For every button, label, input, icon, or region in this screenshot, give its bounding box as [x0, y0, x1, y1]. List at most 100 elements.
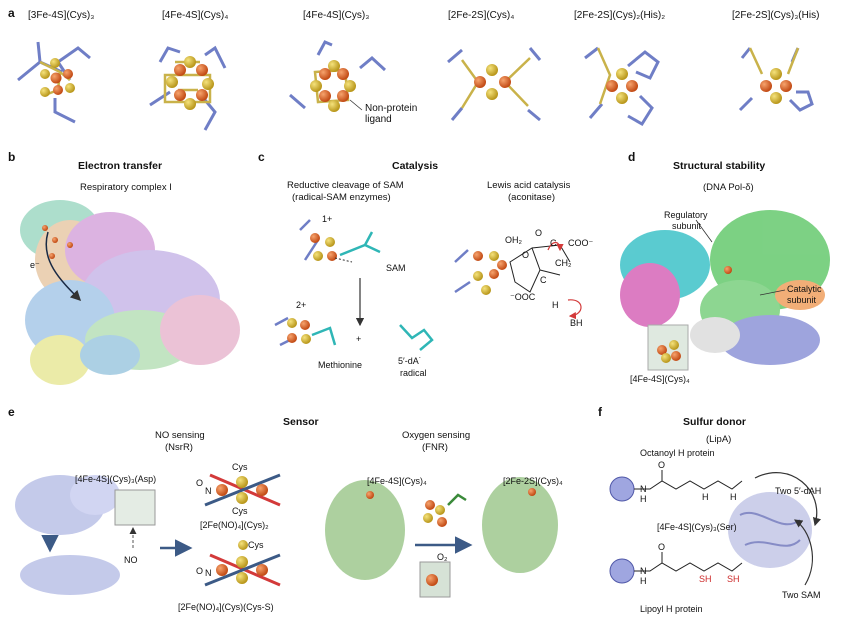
sam-label: SAM	[386, 263, 406, 273]
octanoyl-chain	[634, 480, 743, 490]
ch2-label: CH₂	[555, 258, 572, 268]
panel-c-right-sub2: (aconitase)	[508, 192, 555, 203]
aconitase-cluster	[454, 241, 582, 320]
octanoyl-h: H	[640, 494, 647, 504]
panel-f-subtitle: (LipA)	[706, 434, 732, 445]
sam-arrow	[794, 519, 814, 586]
catalytic-label1: Catalytic	[787, 284, 822, 294]
octanoyl-label: Octanoyl H protein	[640, 448, 715, 458]
radical-sam-cluster	[299, 219, 381, 263]
panel-letter-b: b	[8, 150, 16, 164]
catalytic-label2: subunit	[787, 295, 817, 305]
dnic-formula: [2Fe(NO)₄](Cys)₂	[200, 520, 269, 530]
complex-i-surface	[20, 200, 240, 385]
rre-cys: Cys	[248, 540, 264, 550]
no-label: NO	[124, 555, 138, 565]
panel-f-title: Sulfur donor	[683, 416, 746, 428]
methionine-label: Methionine	[318, 360, 363, 370]
fnr-before-label: [4Fe-4S](Cys)₄	[367, 476, 427, 486]
cluster-label-1: [3Fe-4S](Cys)₃	[28, 10, 95, 21]
dah-arrow	[754, 472, 822, 527]
cluster-4fe4s-cys3	[289, 40, 387, 112]
panel-c-left-sub1: Reductive cleavage of SAM	[287, 180, 404, 191]
octanoyl-h8: H	[730, 492, 737, 502]
lipoyl-chain	[634, 562, 743, 572]
dnic-o: O	[196, 478, 204, 488]
electron-label: e⁻	[30, 260, 40, 270]
panel-letter-e: e	[8, 405, 15, 419]
lipoyl-h: H	[640, 576, 647, 586]
panel-letter-a: a	[8, 6, 15, 20]
dnic-cys-bottom: Cys	[232, 506, 248, 516]
cluster-label-6: [2Fe-2S](Cys)₃(His)	[732, 10, 820, 21]
rre-formula: [2Fe(NO)₄](Cys)(Cys-S)	[178, 602, 274, 612]
rre-n: N	[205, 568, 212, 578]
methionine-cluster	[274, 316, 337, 347]
o-top: O	[535, 228, 543, 238]
o-mid: O	[522, 250, 530, 260]
cluster-2fe2s-cys3his	[738, 47, 814, 112]
fnr-before-surface	[325, 480, 405, 580]
panel-b-title: Electron transfer	[78, 160, 163, 172]
cluster-3fe4s-cys3	[17, 41, 91, 124]
octanoyl-h6: H	[702, 492, 709, 502]
oxygen-sensing-title1: Oxygen sensing	[402, 430, 471, 441]
dnic-n: N	[205, 486, 212, 496]
cluster-label-5: [2Fe-2S](Cys)₂(His)₂	[574, 10, 666, 21]
lipoyl-protein-bead	[609, 558, 635, 584]
dnic-structure	[204, 473, 281, 507]
panel-d-subtitle: (DNA Pol-δ)	[703, 182, 754, 193]
panel-letter-d: d	[628, 150, 636, 164]
dA-radical-label2: radical	[400, 368, 427, 378]
dA-radical-structure	[399, 324, 434, 351]
dnic-cys-top: Cys	[232, 462, 248, 472]
octanoyl-protein-bead	[609, 476, 635, 502]
fnr-after-label: [2Fe-2S](Cys)₄	[503, 476, 563, 486]
two-dah-label: Two 5′-dAH	[775, 486, 822, 496]
lipoyl-label: Lipoyl H protein	[640, 604, 703, 614]
no-sensing-title2: (NsrR)	[165, 442, 193, 453]
octanoyl-o: O	[658, 460, 666, 470]
no-sensing-title1: NO sensing	[155, 430, 205, 441]
lipa-structure	[728, 492, 812, 568]
cluster-2fe2s-cys2his2	[584, 46, 660, 127]
nsrr-surface	[15, 475, 120, 595]
nsrr-inset	[114, 489, 156, 526]
non-protein-ligand-line2: ligand	[365, 114, 392, 125]
lipoyl-n: N	[640, 566, 647, 576]
c-top: C	[550, 238, 557, 248]
plus-sign: +	[356, 334, 362, 344]
cluster-inset	[647, 324, 689, 371]
dA-radical-label1: 5′-dA˙	[398, 356, 422, 366]
electron-path-arrow	[45, 231, 82, 302]
lipoyl-sh2: SH	[727, 574, 740, 584]
lipoyl-sh1: SH	[699, 574, 712, 584]
panel-d-title: Structural stability	[673, 160, 766, 172]
non-protein-ligand-line1: Non-protein	[365, 103, 418, 114]
panel-c-right-sub1: Lewis acid catalysis	[487, 180, 571, 191]
octanoyl-n: N	[640, 484, 647, 494]
fnr-cluster-detail	[419, 493, 467, 598]
regulatory-label2: subunit	[672, 221, 702, 231]
rre-o: O	[196, 566, 204, 576]
panel-c-left-sub2: (radical-SAM enzymes)	[292, 192, 391, 203]
panel-letter-c: c	[258, 150, 265, 164]
cluster-label-3: [4Fe-4S](Cys)₃	[303, 10, 370, 21]
h-label: H	[552, 300, 559, 310]
cluster-4fe4s-cys4	[149, 45, 227, 131]
regulatory-label1: Regulatory	[664, 210, 708, 220]
panel-e-title: Sensor	[283, 416, 319, 428]
nsrr-asp-label: [4Fe-4S](Cys)₃(Asp)	[75, 474, 157, 484]
fnr-after-surface	[482, 477, 558, 573]
oh2-label: OH₂	[505, 235, 522, 245]
panel-letter-f: f	[598, 405, 602, 419]
o2-label: O₂	[437, 552, 448, 562]
cluster-label-2: [4Fe-4S](Cys)₄	[162, 10, 229, 21]
charge-1plus: 1+	[322, 214, 333, 224]
complex-i-clusters	[42, 225, 73, 259]
panel-b-subtitle: Respiratory complex I	[80, 182, 172, 193]
coo-left-label: ⁻OOC	[510, 292, 536, 302]
panel-c-title: Catalysis	[392, 160, 439, 172]
lipoyl-o: O	[658, 542, 666, 552]
